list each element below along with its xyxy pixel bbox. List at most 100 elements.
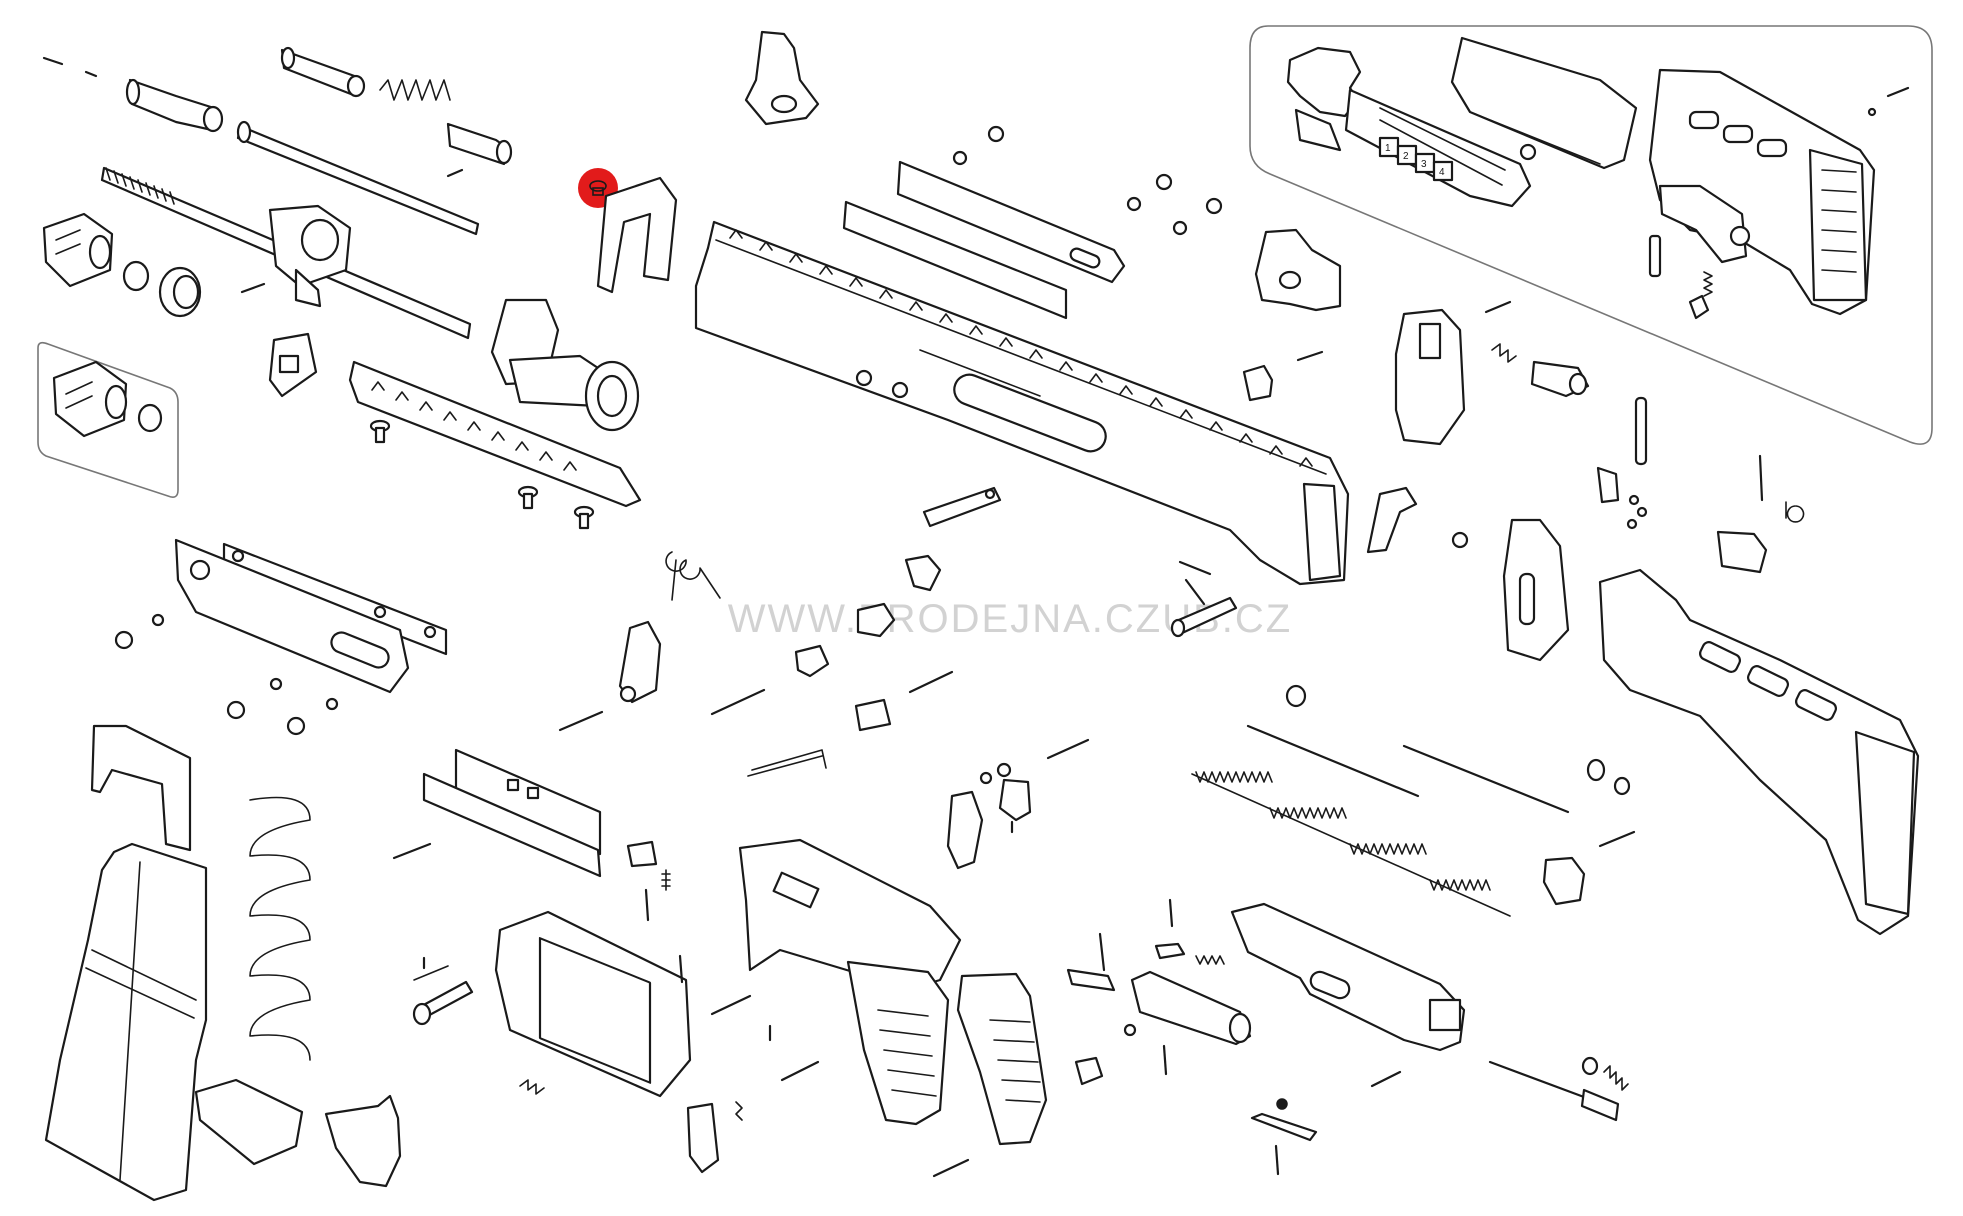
stock-pin[interactable] [1648, 234, 1662, 278]
magazine-coupler[interactable] [90, 724, 192, 852]
retaining-pin-a[interactable] [240, 282, 266, 294]
stock-pin-long[interactable] [1758, 454, 1764, 502]
stock-small-pin[interactable] [1886, 86, 1910, 98]
housing-pin-a[interactable] [392, 842, 432, 860]
upper-receiver[interactable] [694, 220, 1350, 586]
adjustable-buttstock[interactable] [1648, 68, 1876, 316]
rail-screw-e[interactable] [1126, 173, 1173, 212]
rail-screw-c[interactable] [573, 505, 595, 530]
sight-mount-bracket[interactable] [596, 176, 678, 294]
stock-hinge-block[interactable] [1394, 308, 1466, 446]
block-small[interactable] [854, 698, 892, 732]
grip-pin-b[interactable] [932, 1158, 970, 1178]
recoil-buffer-dots[interactable] [1626, 494, 1648, 530]
muzzle-brake-washer[interactable] [137, 403, 163, 433]
trigger-pin-a[interactable] [558, 710, 604, 732]
stock-latch[interactable] [1658, 184, 1751, 264]
bolt-carrier[interactable] [1230, 902, 1466, 1052]
hinge-button[interactable] [1530, 360, 1590, 398]
hinge-spring[interactable] [1491, 343, 1517, 363]
bolt-pin[interactable] [1168, 898, 1174, 928]
hinge-pin-long[interactable] [1634, 396, 1648, 466]
bolt-pin-c[interactable] [1370, 1070, 1402, 1088]
magazine-catch[interactable] [626, 840, 658, 868]
well-pin-a[interactable] [678, 954, 684, 984]
trigger-housing-plates[interactable] [422, 748, 602, 878]
trigger-pin-c[interactable] [908, 670, 954, 694]
hammer-washers[interactable] [979, 762, 1012, 785]
side-screw-c[interactable] [286, 697, 339, 736]
well-pin-c[interactable] [710, 994, 752, 1016]
thread-protector[interactable] [158, 266, 202, 318]
grip-pin-a[interactable] [780, 1060, 820, 1082]
trigger-bar-pin[interactable] [1178, 560, 1212, 606]
disconnector[interactable] [904, 554, 942, 592]
magazine-spring[interactable] [249, 796, 311, 1061]
magazine-floorplate[interactable] [324, 1094, 402, 1188]
rail-screw-d[interactable] [952, 125, 1005, 166]
axis-pin-long[interactable] [1170, 596, 1238, 638]
hinge-bracket[interactable] [1366, 486, 1418, 554]
rail-screw-f[interactable] [1172, 197, 1223, 236]
ejector-spring[interactable] [747, 749, 827, 777]
guide-pin[interactable] [1598, 830, 1636, 848]
guide-rod-bushing[interactable] [1285, 684, 1307, 708]
axis-pin-b[interactable] [1046, 738, 1090, 760]
hinge-pin-b[interactable] [1296, 350, 1324, 362]
stock-plunger[interactable] [1688, 294, 1710, 320]
ejector[interactable] [1123, 1023, 1137, 1037]
charging-handle[interactable] [922, 486, 1002, 528]
stock-lock[interactable] [1502, 518, 1570, 662]
gas-pin[interactable] [446, 168, 464, 178]
side-screw-a[interactable] [114, 613, 165, 650]
trigger-pin-b[interactable] [710, 688, 766, 716]
buffer-plate[interactable] [1250, 1112, 1318, 1142]
selector-detent[interactable] [794, 644, 830, 678]
safety-lever-small[interactable] [856, 602, 896, 638]
catch-pin[interactable] [644, 888, 650, 922]
rail-strip-lower[interactable] [842, 200, 1068, 320]
flash-hider[interactable] [42, 212, 114, 288]
guide-washer-a[interactable] [1586, 758, 1606, 782]
rail-screw-b[interactable] [517, 485, 539, 510]
top-rail[interactable] [348, 360, 642, 508]
stock-small-washer[interactable] [1867, 107, 1877, 117]
pistol-grip[interactable] [846, 960, 950, 1126]
front-sight-block[interactable] [268, 204, 352, 308]
gas-piston[interactable] [280, 46, 366, 98]
cheek-rest[interactable] [1450, 36, 1638, 170]
buffer-pin[interactable] [1274, 1144, 1280, 1176]
magazine-follower[interactable] [194, 1078, 304, 1166]
upper-receiver-end-cap[interactable] [1302, 482, 1342, 582]
stock-spring[interactable] [1703, 271, 1713, 297]
bolt-head[interactable] [1130, 970, 1252, 1046]
sear[interactable] [618, 620, 662, 704]
side-screw-b[interactable] [226, 677, 283, 720]
folding-stock[interactable] [1598, 568, 1920, 936]
recoil-spring[interactable] [1191, 771, 1511, 917]
hinge-pin-a[interactable] [1484, 300, 1512, 314]
guide-rod-b[interactable] [1402, 744, 1570, 814]
small-pin-b[interactable] [84, 70, 98, 78]
barrel-nut[interactable] [268, 332, 318, 398]
hinge-screw[interactable] [1451, 531, 1469, 549]
takedown-pin[interactable] [412, 965, 474, 1026]
muzzle-brake[interactable] [52, 360, 128, 438]
firing-pin-retainer[interactable] [1098, 932, 1106, 972]
magazine[interactable] [44, 842, 208, 1202]
magazine-catch-spring[interactable] [661, 869, 671, 891]
front-sight[interactable] [744, 30, 820, 126]
bolt-lug[interactable] [1074, 1056, 1104, 1086]
hammer-spring[interactable] [665, 551, 721, 601]
gas-piston-head[interactable] [125, 78, 224, 133]
gas-plug[interactable] [446, 122, 513, 166]
magazine-release[interactable] [686, 1102, 720, 1174]
rear-sight[interactable] [1254, 228, 1342, 312]
rear-trunnion[interactable] [490, 298, 640, 432]
gas-tube[interactable] [236, 120, 480, 236]
firing-pin-spring[interactable] [1603, 1065, 1629, 1091]
magazine-well[interactable] [494, 910, 692, 1098]
trigger[interactable] [946, 790, 984, 870]
stock-lock-spring[interactable] [1785, 501, 1805, 523]
small-pin-a[interactable] [42, 56, 64, 66]
